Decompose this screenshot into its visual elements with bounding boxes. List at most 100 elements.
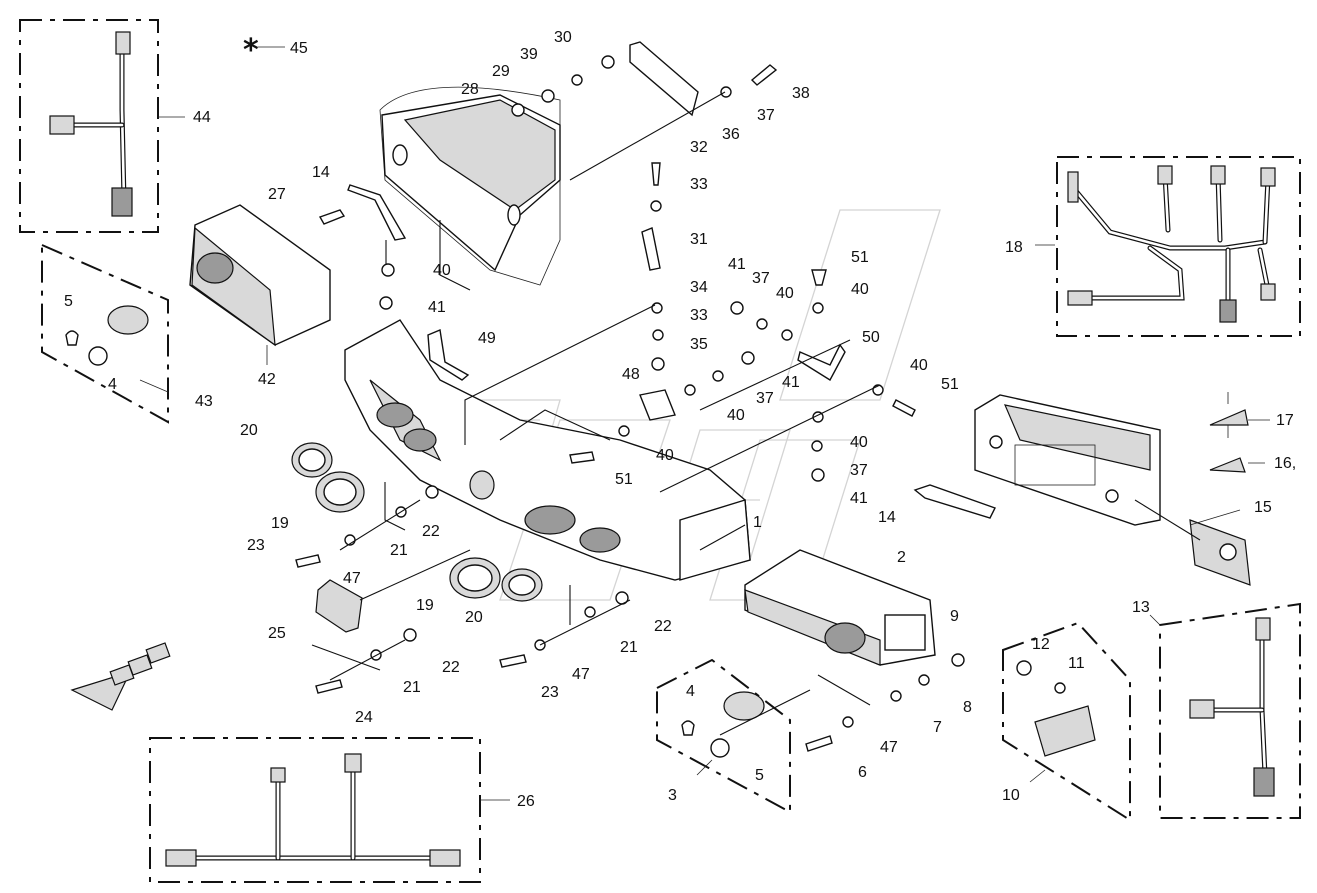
callout-40: 40	[433, 262, 451, 279]
callout-37: 37	[850, 462, 868, 479]
wiring-harness-44	[49, 31, 133, 217]
callout-7: 7	[933, 719, 942, 736]
callout-22: 22	[654, 618, 672, 635]
callout-41: 41	[428, 299, 446, 316]
callout-38: 38	[792, 85, 810, 102]
kit-box-13	[1159, 602, 1301, 819]
callout-25: 25	[268, 625, 286, 642]
callout-35: 35	[690, 336, 708, 353]
callout-33: 33	[690, 176, 708, 193]
callout-6: 6	[858, 764, 867, 781]
callout-40: 40	[727, 407, 745, 424]
callout-21: 21	[620, 639, 638, 656]
callout-41: 41	[728, 256, 746, 273]
callout-1: 1	[753, 514, 762, 531]
callout-18: 18	[1005, 239, 1023, 256]
wiring-harness-18	[1067, 165, 1276, 323]
callout-42: 42	[258, 371, 276, 388]
callout-23: 23	[541, 684, 559, 701]
callout-24: 24	[355, 709, 373, 726]
callout-45: 45	[290, 40, 308, 57]
leader-lines	[139, 46, 1270, 801]
callout-15: 15	[1254, 499, 1272, 516]
callout-22: 22	[422, 523, 440, 540]
lamp-19-left	[315, 471, 365, 513]
bracket-48	[639, 389, 676, 421]
callout-3: 3	[668, 787, 677, 804]
callout-21: 21	[403, 679, 421, 696]
callout-39: 39	[520, 46, 538, 63]
callout-37: 37	[752, 270, 770, 287]
bracket-14-right	[913, 484, 996, 519]
callout-48: 48	[622, 366, 640, 383]
callout-20: 20	[240, 422, 258, 439]
callout-9: 9	[950, 608, 959, 625]
callout-50: 50	[862, 329, 880, 346]
callout-44: 44	[193, 109, 211, 126]
callout-40: 40	[850, 434, 868, 451]
callout-43: 43	[195, 393, 213, 410]
bracket-36	[629, 41, 699, 117]
callout-51: 51	[615, 471, 633, 488]
callout-8: 8	[963, 699, 972, 716]
callout-47: 47	[343, 570, 361, 587]
callout-40: 40	[851, 281, 869, 298]
callout-31: 31	[690, 231, 708, 248]
callout-41: 41	[782, 374, 800, 391]
bracket-50	[797, 343, 846, 381]
kit-43-lamp	[65, 305, 149, 366]
kit-10-clips	[1016, 660, 1096, 757]
callout-19: 19	[271, 515, 289, 532]
asterisk-symbol: *	[243, 33, 259, 68]
callout-36: 36	[722, 126, 740, 143]
callout-11: 11	[1068, 655, 1085, 672]
callout-40: 40	[776, 285, 794, 302]
wiring-harness-13	[1189, 617, 1275, 797]
part-16-17-markers	[1209, 392, 1249, 473]
kit-box-44	[19, 19, 159, 233]
callout-47: 47	[880, 739, 898, 756]
callout-16: 16,	[1274, 455, 1296, 472]
cab-panel-side	[974, 394, 1161, 526]
callout-47: 47	[572, 666, 590, 683]
callout-51: 51	[941, 376, 959, 393]
assembly-lines	[311, 91, 1201, 736]
lamp-housing-42	[189, 204, 331, 347]
bracket-14-left	[347, 184, 407, 241]
callout-33: 33	[690, 307, 708, 324]
bracket-31	[641, 227, 661, 271]
callout-34: 34	[690, 279, 708, 296]
callout-27: 27	[268, 186, 286, 203]
callout-40: 40	[656, 447, 674, 464]
callout-29: 29	[492, 63, 510, 80]
callout-17: 17	[1276, 412, 1294, 429]
callout-40: 40	[910, 357, 928, 374]
callout-13: 13	[1132, 599, 1150, 616]
cab-panel-rear	[379, 86, 561, 286]
kit-box-10	[1002, 621, 1131, 822]
callout-5: 5	[755, 767, 764, 784]
callout-37: 37	[756, 390, 774, 407]
part-15-bulb	[1189, 519, 1251, 586]
callout-22: 22	[442, 659, 460, 676]
kit-box-43	[41, 243, 169, 424]
lamp-19-right	[449, 557, 501, 599]
lamp-25-reflector	[315, 579, 363, 633]
kit-box-3	[656, 658, 791, 814]
fasteners	[295, 55, 965, 752]
lamp-20-left	[291, 442, 333, 478]
light-bar-housing	[344, 319, 751, 581]
callout-20: 20	[465, 609, 483, 626]
callout-32: 32	[690, 139, 708, 156]
bracket-49	[427, 329, 470, 381]
callout-5: 5	[64, 293, 73, 310]
kit-box-26	[149, 737, 481, 883]
lamp-20-right	[501, 568, 543, 602]
callout-4: 4	[108, 376, 117, 393]
callout-14: 14	[878, 509, 896, 526]
wiring-harness-26	[165, 753, 461, 867]
callout-19: 19	[416, 597, 434, 614]
callout-28: 28	[461, 81, 479, 98]
callout-21: 21	[390, 542, 408, 559]
